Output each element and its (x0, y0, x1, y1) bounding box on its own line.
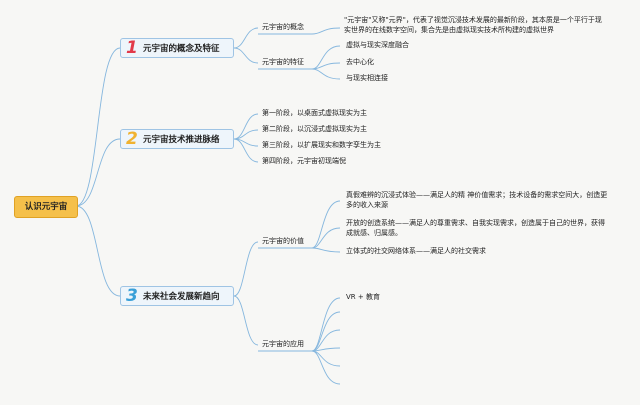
connector-root-branch-3 (75, 205, 121, 297)
stage-item-4[interactable]: 第四阶段，元宇宙初现端倪 (262, 157, 346, 165)
root-node[interactable]: 认识元宇宙 (14, 196, 78, 218)
value-item-1[interactable]: 真假难辨的沉浸式体验——满足人的精 神价值需求；技术设备的需求空间大，创造更多的… (346, 191, 608, 209)
branch-number-3: 3 (126, 286, 138, 306)
concept-text: "元宇宙"又称"元界"，代表了视觉沉浸技术发展的最新阶段，其本质是一个平行于现实… (344, 16, 602, 34)
connector-root-branch-2 (75, 138, 121, 207)
application-label[interactable]: 元宇宙的应用 (262, 340, 304, 348)
concept-label[interactable]: 元宇宙的概念 (262, 23, 304, 31)
value-item-3[interactable]: 立体式的社交网络体系——满足人的社交需求 (346, 247, 486, 255)
branch-node-1[interactable]: 1 元宇宙的概念及特征 (120, 38, 234, 58)
stage-item-1[interactable]: 第一阶段，以桌面式虚拟现实为主 (262, 109, 367, 117)
connector-branch1-concept (233, 27, 259, 49)
branch-label-1: 元宇宙的概念及特征 (143, 44, 220, 54)
branch-node-2[interactable]: 2 元宇宙技术推进脉络 (120, 129, 234, 149)
features-label[interactable]: 元宇宙的特征 (262, 58, 304, 66)
feature-item-1[interactable]: 虚拟与现实深度融合 (346, 41, 409, 49)
branch-node-3[interactable]: 3 未来社会发展新趋向 (120, 286, 234, 306)
feature-item-2[interactable]: 去中心化 (346, 58, 374, 66)
branch-label-2: 元宇宙技术推进脉络 (143, 135, 220, 145)
value-item-2[interactable]: 开放的创造系统——满足人的尊重需求、自我实现需求，创造属于自己的世界，获得成就感… (346, 219, 605, 237)
branch-number-1: 1 (126, 38, 138, 58)
connector-branch1-features (233, 47, 259, 64)
stage-item-3[interactable]: 第三阶段，以扩展现实和数字孪生为主 (262, 141, 381, 149)
branch-label-3: 未来社会发展新趋向 (143, 292, 220, 302)
application-item-1[interactable]: VR + 教育 (346, 293, 380, 301)
branch-number-2: 2 (126, 129, 138, 149)
connector-root-branch-1 (75, 47, 121, 207)
stage-item-2[interactable]: 第二阶段，以沉浸式虚拟现实为主 (262, 125, 367, 133)
value-label[interactable]: 元宇宙的价值 (262, 237, 304, 245)
feature-item-3[interactable]: 与现实相连接 (346, 74, 388, 82)
